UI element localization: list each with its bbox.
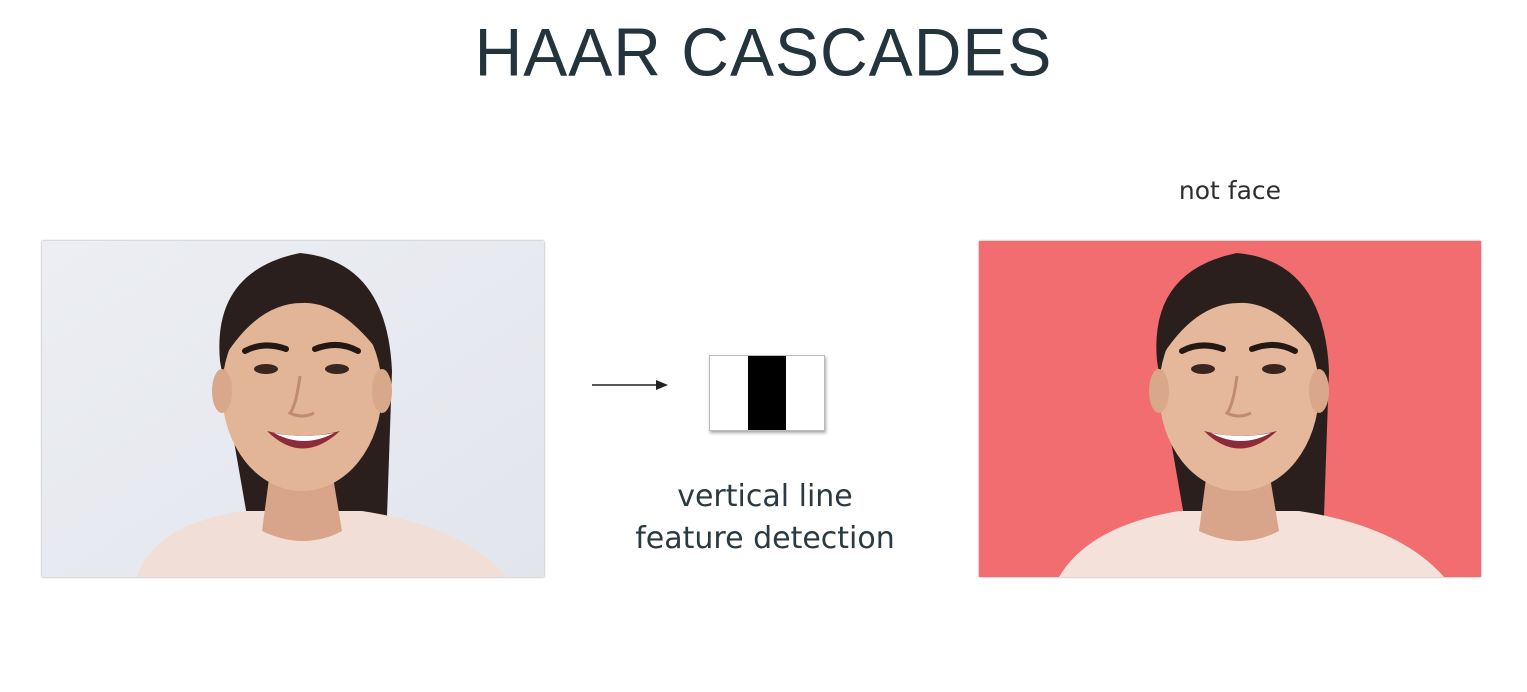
haar-vertical-line-feature — [709, 355, 825, 431]
feature-caption: vertical line feature detection — [600, 476, 930, 560]
result-face-photo — [979, 241, 1481, 577]
haar-white-band — [710, 356, 748, 430]
slide-title: HAAR CASCADES — [474, 14, 1053, 90]
feature-caption-line2: feature detection — [635, 521, 895, 556]
result-label: not face — [1178, 176, 1282, 205]
haar-black-band — [748, 356, 786, 430]
haar-white-band — [786, 356, 824, 430]
input-face-photo — [42, 241, 544, 577]
arrow-right-icon — [592, 380, 668, 390]
feature-caption-line1: vertical line — [677, 479, 853, 514]
